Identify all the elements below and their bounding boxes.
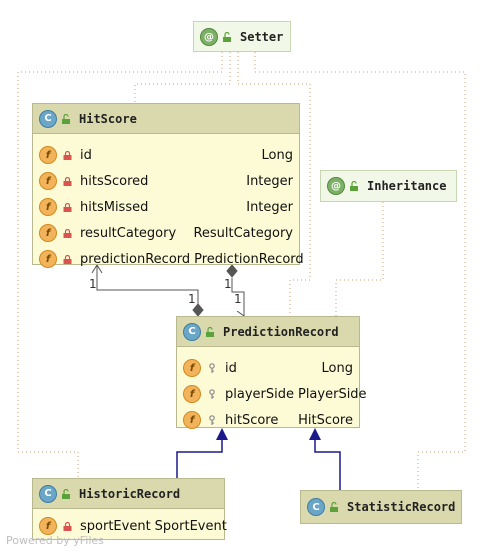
class-icon: C: [307, 498, 325, 516]
package-key-icon: [209, 414, 215, 425]
field-row: f sportEvent SportEvent: [33, 513, 227, 539]
field-name: id: [225, 360, 237, 376]
node-title: Setter: [240, 30, 284, 44]
class-icon: C: [183, 322, 201, 341]
field-row: f hitsMissed Integer: [33, 194, 299, 220]
field-icon: f: [183, 411, 201, 429]
field-type: PlayerSide: [297, 386, 367, 402]
field-name: sportEvent: [80, 518, 151, 534]
private-lock-icon: [63, 176, 72, 186]
field-name: predictionRecord: [80, 251, 191, 267]
node-inheritance[interactable]: @ Inheritance: [320, 170, 457, 202]
multiplicity-label: 1: [89, 277, 97, 291]
field-row: f id Long: [177, 355, 359, 381]
annotation-edges: [17, 52, 466, 490]
field-name: resultCategory: [80, 225, 177, 241]
field-icon: f: [39, 172, 57, 190]
unlocked-icon: [62, 488, 70, 499]
field-icon: f: [39, 198, 57, 216]
edge-setter-historicrecord: [17, 52, 223, 478]
node-header: C HistoricRecord: [33, 479, 224, 509]
field-icon: f: [39, 250, 57, 268]
field-name: playerSide: [225, 386, 294, 402]
field-type: Long: [261, 147, 293, 163]
field-name: hitsMissed: [80, 199, 149, 215]
node-title: StatisticRecord: [347, 500, 456, 514]
field-row: f hitScore HitScore: [177, 407, 359, 433]
field-row: f predictionRecord PredictionRecord: [33, 246, 304, 272]
unlocked-icon: [223, 32, 231, 42]
node-hitscore[interactable]: C HitScore f id Long f hitsScored Intege…: [32, 103, 304, 268]
private-lock-icon: [63, 202, 72, 212]
node-header: C StatisticRecord: [301, 491, 461, 523]
inheritance-edges: [176, 438, 341, 490]
inheritance-arrowhead-1: [216, 428, 228, 440]
edge-setter-hitscore: [134, 52, 231, 103]
class-icon: C: [39, 109, 57, 128]
field-type: Integer: [246, 199, 293, 215]
field-type: Long: [321, 360, 353, 376]
node-title: HitScore: [79, 111, 137, 126]
inheritance-arrowhead-2: [309, 428, 321, 440]
edge-inheritance-predictionrecord: [335, 202, 384, 316]
field-type: PredictionRecord: [194, 251, 304, 267]
unlocked-icon: [330, 502, 338, 512]
package-key-icon: [209, 362, 215, 373]
edge-hitscore-to-predictionrecord: [96, 265, 199, 306]
annotation-icon: @: [200, 28, 218, 46]
node-title: Inheritance: [367, 179, 447, 193]
association-edges: [96, 265, 244, 316]
node-predictionrecord[interactable]: C PredictionRecord f id Long f playerSid…: [176, 316, 367, 429]
field-name: hitScore: [225, 412, 279, 428]
node-title: PredictionRecord: [223, 324, 339, 339]
node-header: C HitScore: [33, 104, 299, 134]
field-row: f id Long: [33, 142, 299, 168]
edge-statisticrecord-extends-predictionrecord: [314, 438, 341, 490]
unlocked-icon: [62, 113, 70, 124]
field-icon: f: [39, 224, 57, 242]
diamond-composition-hitscore: [226, 264, 238, 278]
field-icon: f: [39, 146, 57, 164]
class-icon: C: [39, 484, 57, 503]
unlocked-icon: [206, 326, 214, 337]
field-icon: f: [183, 385, 201, 403]
field-type: ResultCategory: [193, 225, 293, 241]
private-lock-icon: [63, 254, 72, 264]
field-icon: f: [39, 517, 57, 535]
field-name: hitsScored: [80, 173, 149, 189]
node-header: C PredictionRecord: [177, 317, 359, 347]
edge-setter-statisticrecord: [254, 52, 466, 490]
edge-historicrecord-extends-predictionrecord: [176, 438, 223, 478]
node-statisticrecord[interactable]: C StatisticRecord: [300, 490, 462, 524]
unlocked-icon: [350, 181, 358, 191]
field-row: f resultCategory ResultCategory: [33, 220, 299, 246]
package-key-icon: [209, 388, 215, 399]
field-name: id: [80, 147, 92, 163]
node-header: @ Setter: [194, 22, 290, 52]
field-type: SportEvent: [154, 518, 227, 534]
arrowhead-up-hitscore: [91, 264, 103, 274]
node-setter[interactable]: @ Setter: [193, 21, 291, 52]
field-type: Integer: [246, 173, 293, 189]
field-type: HitScore: [298, 412, 353, 428]
field-row: f playerSide PlayerSide: [177, 381, 367, 407]
node-historicrecord[interactable]: C HistoricRecord f sportEvent SportEvent: [32, 478, 227, 540]
field-icon: f: [183, 359, 201, 377]
edge-predictionrecord-to-hitscore: [231, 278, 244, 316]
private-lock-icon: [63, 521, 72, 531]
node-header: @ Inheritance: [321, 171, 456, 201]
node-title: HistoricRecord: [79, 486, 181, 501]
field-row: f hitsScored Integer: [33, 168, 299, 194]
watermark-text: Powered by yFiles: [6, 534, 104, 547]
multiplicity-label: 1: [188, 292, 196, 306]
annotation-icon: @: [327, 177, 345, 195]
private-lock-icon: [63, 150, 72, 160]
multiplicity-label: 1: [224, 277, 232, 291]
multiplicity-label: 1: [234, 292, 242, 306]
private-lock-icon: [63, 228, 72, 238]
